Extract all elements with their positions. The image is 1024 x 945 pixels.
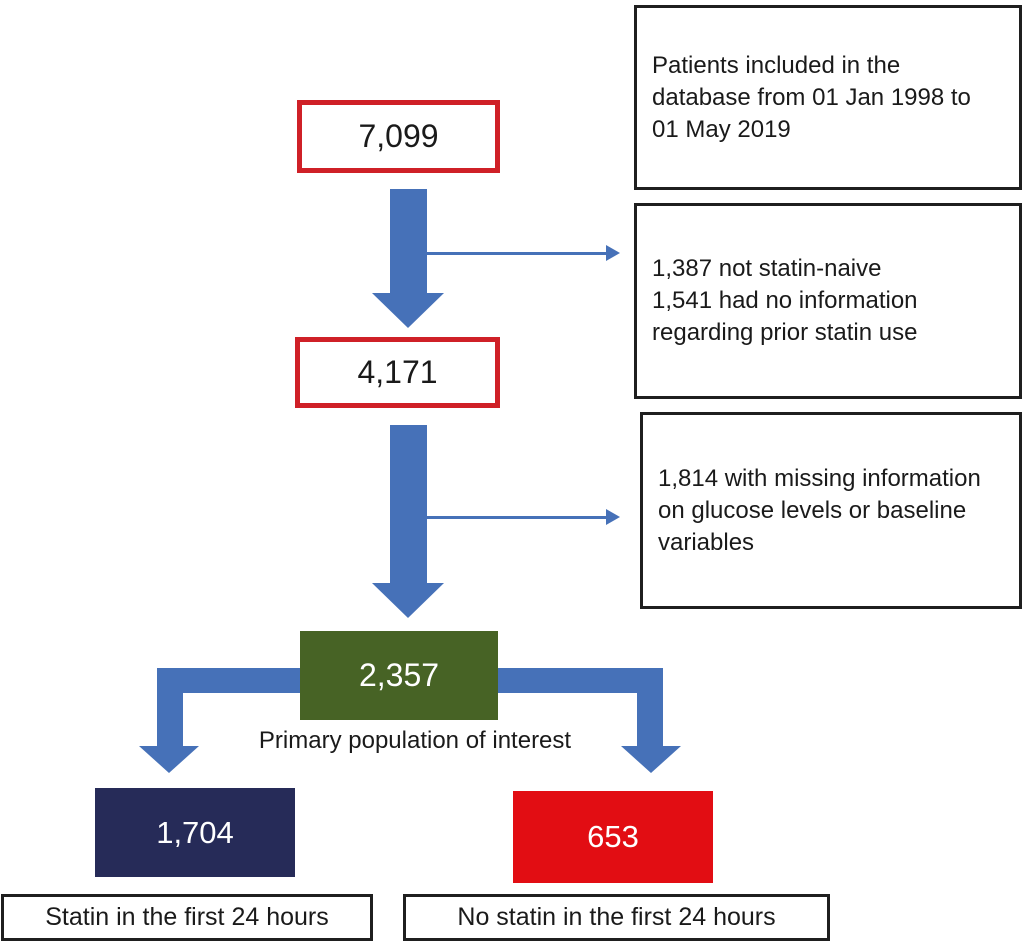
statin-group-label: Statin in the first 24 hours <box>45 903 329 931</box>
no-statin-group-label-box: No statin in the first 24 hours <box>403 894 830 941</box>
down-arrow-1-head-icon <box>372 293 444 328</box>
statin-group-box: 1,704 <box>95 788 295 877</box>
exclusion-arrow-1-line-icon <box>427 252 609 255</box>
left-branch-arrow-shaft-icon <box>157 668 183 746</box>
statin-group-label-box: Statin in the first 24 hours <box>1 894 373 941</box>
statin-naive-cohort-box: 4,171 <box>295 337 500 408</box>
no-statin-group-label: No statin in the first 24 hours <box>457 903 776 931</box>
statin-naive-cohort-value: 4,171 <box>357 354 438 390</box>
statin-group-value: 1,704 <box>156 814 234 850</box>
no-statin-group-value: 653 <box>587 819 639 854</box>
primary-population-value: 2,357 <box>358 657 440 693</box>
right-branch-arrow-bar-icon <box>498 668 663 693</box>
exclusion-arrow-2-head-icon <box>606 509 620 525</box>
down-arrow-2-shaft-icon <box>390 425 427 583</box>
right-branch-arrow-shaft-icon <box>637 668 663 746</box>
right-branch-arrow-head-icon <box>621 746 681 773</box>
total-patients-value: 7,099 <box>358 118 439 154</box>
total-patients-box: 7,099 <box>297 100 500 173</box>
left-branch-arrow-head-icon <box>139 746 199 773</box>
exclusion-arrow-2-line-icon <box>427 516 609 519</box>
primary-population-box: 2,357 <box>300 631 498 720</box>
exclusion-arrow-1-head-icon <box>606 245 620 261</box>
down-arrow-2-head-icon <box>372 583 444 618</box>
no-statin-group-box: 653 <box>513 791 713 883</box>
primary-population-caption: Primary population of interest <box>258 727 572 754</box>
down-arrow-1-shaft-icon <box>390 189 427 293</box>
